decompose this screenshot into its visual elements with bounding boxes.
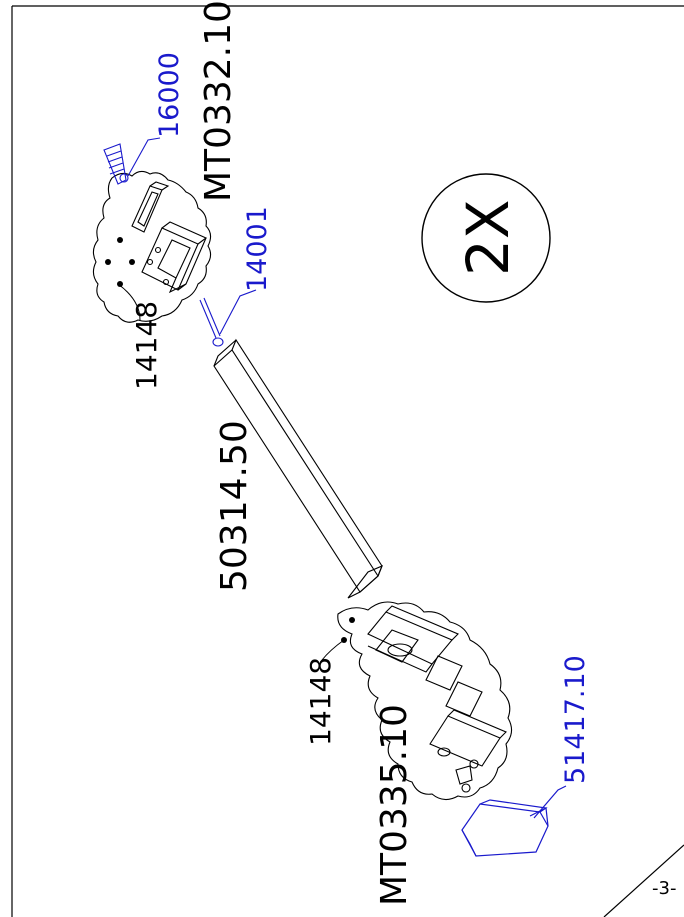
screw-16000 <box>103 137 161 185</box>
leader-lines <box>117 283 345 661</box>
label-quantity: 2X <box>454 199 522 276</box>
bracket-mt0332 <box>92 170 212 323</box>
label-mt0332: MT0332.10 <box>198 0 239 202</box>
quantity-badge <box>421 173 551 303</box>
mounting-holes-top <box>105 237 135 287</box>
label-14148-bottom: 14148 <box>304 657 337 746</box>
label-14001: 14001 <box>242 206 273 292</box>
page-number: -3- <box>652 878 676 899</box>
label-mt0335: MT0335.10 <box>374 704 415 906</box>
label-16000: 16000 <box>154 52 185 138</box>
screw-14001 <box>199 289 257 347</box>
sheet-frame <box>11 5 684 917</box>
profile-50314 <box>213 338 384 599</box>
label-51417: 51417.10 <box>560 655 591 784</box>
label-50314: 50314.50 <box>214 420 255 592</box>
mounting-holes-bottom <box>341 617 355 643</box>
label-14148-top: 14148 <box>130 301 163 390</box>
bracket-mt0335 <box>337 601 513 801</box>
end-cap-51417 <box>461 785 567 857</box>
